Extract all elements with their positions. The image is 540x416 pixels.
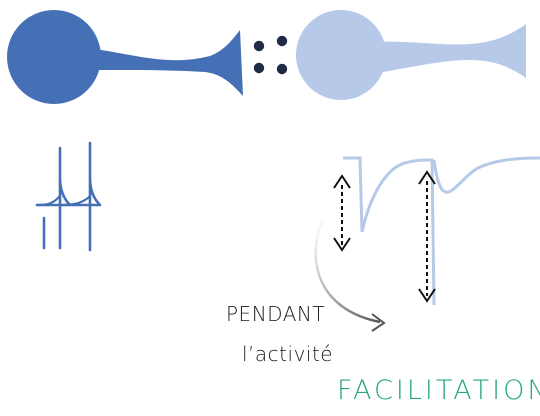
vesicle [276,63,288,75]
postsynaptic-current-trace [343,156,540,306]
amplitude-arrow-2 [418,170,436,303]
presynaptic-axon [90,30,243,96]
vesicle [276,35,288,47]
label-facilitation: FACILITATION [337,375,540,406]
action-potential-trace [35,141,102,252]
presynaptic-soma [7,10,101,104]
postsynaptic-soma [296,10,386,100]
curved-arrow [314,221,386,332]
presynaptic-neuron [7,10,243,104]
amplitude-arrow-1 [333,174,351,252]
synaptic-vesicles [253,35,288,75]
label-pendant: PENDANT [226,302,326,326]
action-potential-trace-2 [37,195,91,207]
postsynaptic-neuron [296,10,526,100]
vesicle [253,62,265,74]
label-activite: l’activité [242,342,334,366]
postsynaptic-dendrite [370,24,526,78]
vesicle [253,40,265,52]
